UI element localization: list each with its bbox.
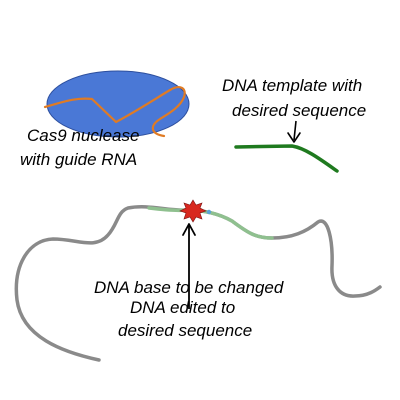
template-dna-strand (234, 144, 339, 173)
guide-rna-strand (43, 86, 186, 138)
base-changed-label: DNA base to be changed (94, 278, 284, 297)
cas9-nuclease-shape (46, 70, 190, 138)
cas9-label-line2: with guide RNA (20, 150, 137, 169)
edited-label-line2: desired sequence (118, 321, 252, 340)
base-change-arrow (182, 223, 196, 309)
template-arrow (287, 120, 301, 143)
edited-base-marker (206, 209, 212, 215)
cas9-label-line1: Cas9 nuclease (27, 126, 139, 145)
edited-label-line1: DNA edited to (130, 298, 235, 317)
cut-site-starburst (179, 199, 207, 223)
template-label-line1: DNA template with (222, 76, 362, 95)
template-label-line2: desired sequence (232, 101, 366, 120)
